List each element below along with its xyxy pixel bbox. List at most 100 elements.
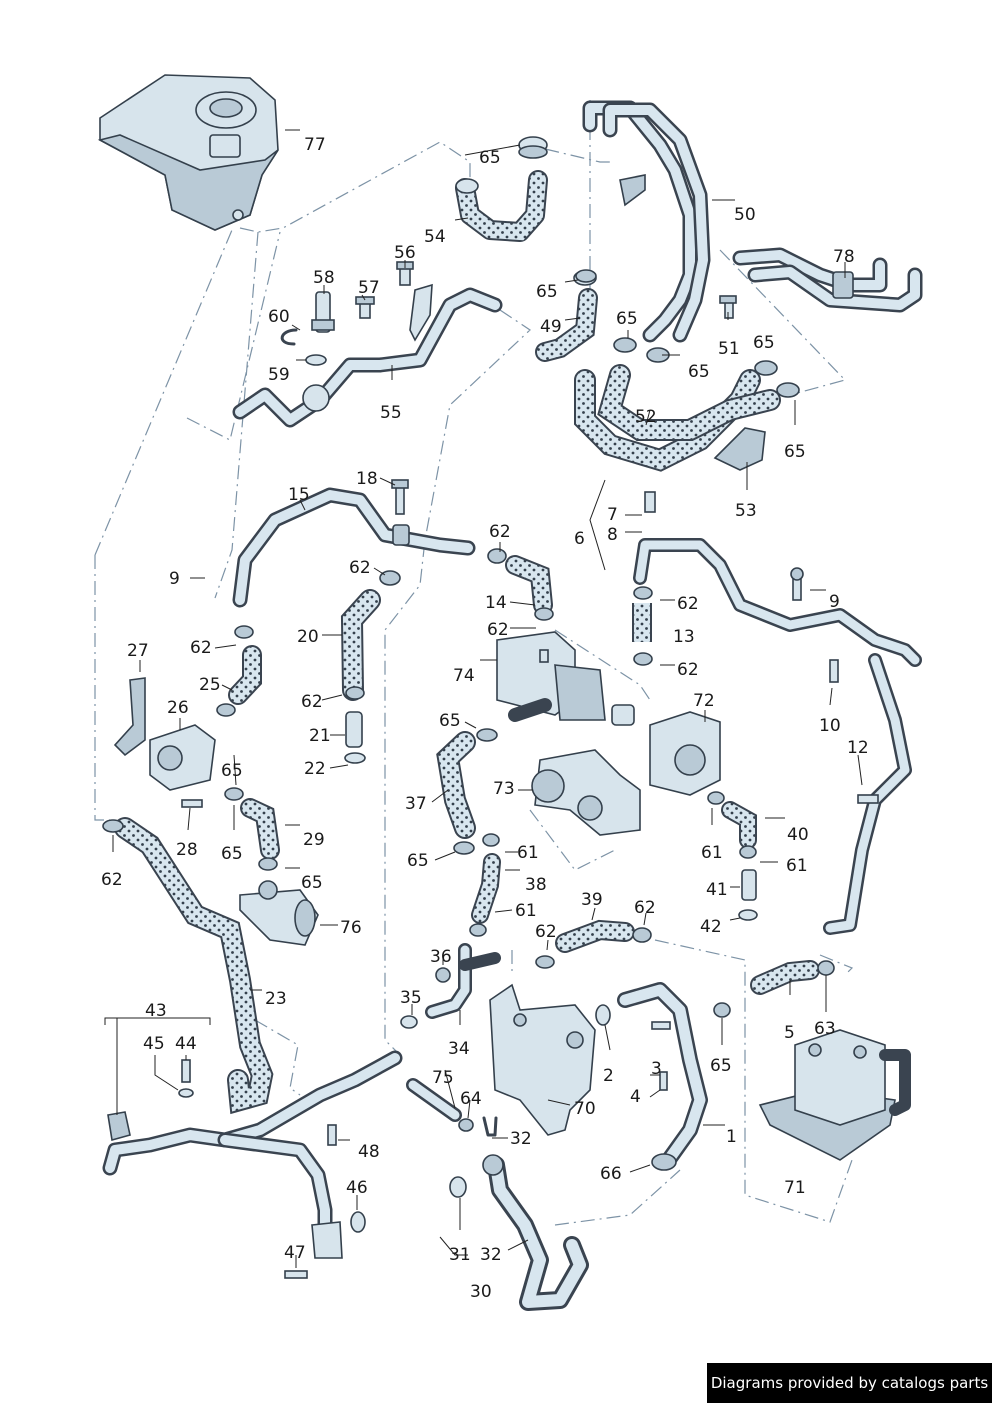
label-62: 62 xyxy=(677,660,699,680)
pipe-34 xyxy=(425,943,501,1019)
leader-lines xyxy=(104,129,863,1268)
label-71: 71 xyxy=(784,1178,806,1198)
label-61: 61 xyxy=(701,843,723,863)
label-37: 37 xyxy=(405,794,427,814)
hose-30 xyxy=(487,1156,589,1311)
label-61: 61 xyxy=(517,843,539,863)
label-58: 58 xyxy=(313,268,335,288)
oring-35 xyxy=(400,1015,418,1029)
part-number-labels: 77 65 54 50 78 56 58 57 60 59 55 65 49 6… xyxy=(101,135,869,1302)
label-65: 65 xyxy=(439,711,461,731)
label-48: 48 xyxy=(358,1142,380,1162)
label-74: 74 xyxy=(453,666,475,686)
bracket-27 xyxy=(113,677,146,757)
bracket-53 xyxy=(713,427,766,471)
label-6: 6 xyxy=(574,529,585,549)
label-59: 59 xyxy=(268,365,290,385)
label-43: 43 xyxy=(145,1001,167,1021)
valve-72 xyxy=(611,704,721,796)
label-62: 62 xyxy=(677,594,699,614)
label-45: 45 xyxy=(143,1034,165,1054)
egr-cooler-74 xyxy=(496,631,606,722)
label-2: 2 xyxy=(603,1066,614,1086)
label-30: 30 xyxy=(470,1282,492,1302)
label-60: 60 xyxy=(268,307,290,327)
pipe-1 xyxy=(617,982,708,1166)
label-40: 40 xyxy=(787,825,809,845)
hose-54 xyxy=(455,170,548,242)
label-62: 62 xyxy=(535,922,557,942)
hose-40 xyxy=(721,801,757,849)
label-38: 38 xyxy=(525,875,547,895)
label-61: 61 xyxy=(515,901,537,921)
connector-41 xyxy=(741,869,757,901)
label-62: 62 xyxy=(634,898,656,918)
label-61: 61 xyxy=(786,856,808,876)
label-4: 4 xyxy=(630,1087,641,1107)
label-62: 62 xyxy=(101,870,123,890)
label-62: 62 xyxy=(489,522,511,542)
clamp-65-top xyxy=(518,136,548,159)
label-72: 72 xyxy=(693,691,715,711)
label-65: 65 xyxy=(616,309,638,329)
label-20: 20 xyxy=(297,627,319,647)
hose-5 xyxy=(750,960,820,995)
bolt-12 xyxy=(857,794,879,804)
label-32: 32 xyxy=(480,1245,502,1265)
label-76: 76 xyxy=(340,918,362,938)
hose-23 xyxy=(114,817,274,1115)
label-52: 52 xyxy=(635,407,657,427)
label-56: 56 xyxy=(394,243,416,263)
pipe-78 xyxy=(732,247,923,313)
label-62: 62 xyxy=(301,692,323,712)
label-75: 75 xyxy=(432,1068,454,1088)
label-65: 65 xyxy=(479,148,501,168)
bolt-9-right xyxy=(790,567,804,601)
bolt-44 xyxy=(181,1059,191,1083)
label-39: 39 xyxy=(581,890,603,910)
label-29: 29 xyxy=(303,830,325,850)
pipe-15 xyxy=(232,487,476,608)
oring-59 xyxy=(305,354,327,366)
bolt-51 xyxy=(719,295,737,319)
water-pump-76 xyxy=(239,880,319,946)
label-5: 5 xyxy=(784,1023,795,1043)
label-7: 7 xyxy=(607,505,618,525)
label-27: 27 xyxy=(127,641,149,661)
label-15: 15 xyxy=(288,485,310,505)
label-18: 18 xyxy=(356,469,378,489)
label-77: 77 xyxy=(304,135,326,155)
hose-39 xyxy=(555,919,635,953)
label-9: 9 xyxy=(829,592,840,612)
label-46: 46 xyxy=(346,1178,368,1198)
label-54: 54 xyxy=(424,227,446,247)
bolt-48 xyxy=(327,1124,337,1146)
label-70: 70 xyxy=(574,1099,596,1119)
label-73: 73 xyxy=(493,779,515,799)
connector-21 xyxy=(345,711,363,748)
footer-credit: Diagrams provided by catalogs parts xyxy=(707,1363,992,1403)
label-42: 42 xyxy=(700,917,722,937)
label-9: 9 xyxy=(169,569,180,589)
hose-52 xyxy=(574,364,781,472)
label-25: 25 xyxy=(199,675,221,695)
oring-31 xyxy=(449,1176,467,1198)
aux-pump-26 xyxy=(149,724,216,791)
sensor-58 xyxy=(311,291,335,333)
label-23: 23 xyxy=(265,989,287,1009)
clip-32 xyxy=(482,1116,498,1137)
label-65: 65 xyxy=(221,761,243,781)
hose-29 xyxy=(240,798,280,860)
label-36: 36 xyxy=(430,947,452,967)
hose-37 xyxy=(436,731,476,839)
bolt-3 xyxy=(651,1021,671,1030)
pipe-50 xyxy=(582,100,711,343)
assembly-guide-lines xyxy=(94,100,854,1226)
label-14: 14 xyxy=(485,593,507,613)
nut-36 xyxy=(435,967,451,983)
label-10: 10 xyxy=(819,716,841,736)
label-65: 65 xyxy=(688,362,710,382)
label-78: 78 xyxy=(833,247,855,267)
label-65: 65 xyxy=(221,844,243,864)
